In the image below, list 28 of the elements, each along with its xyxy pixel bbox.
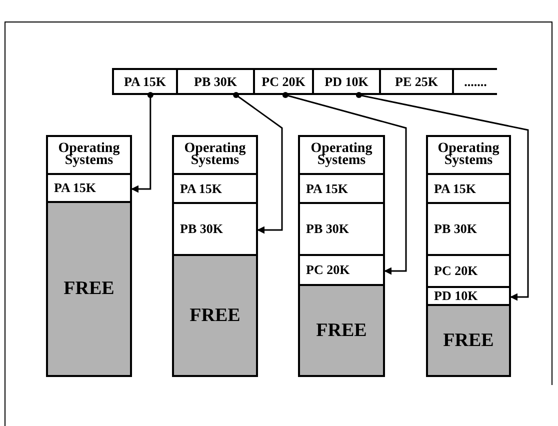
memory-column xyxy=(46,135,132,377)
free-segment: FREE xyxy=(174,256,256,375)
memory-column xyxy=(298,135,385,377)
free-segment: FREE xyxy=(428,306,509,375)
memory-column xyxy=(172,135,258,377)
free-segment: FREE xyxy=(300,286,383,375)
queue-cell: ....... xyxy=(452,68,497,95)
memory-column xyxy=(426,135,511,377)
queue-cell: PB 30K xyxy=(176,68,253,95)
queue-cell: PD 10K xyxy=(312,68,379,95)
arrow xyxy=(233,92,283,234)
free-segment: FREE xyxy=(48,203,130,375)
queue-cell: PC 20K xyxy=(253,68,312,95)
os-segment: Operating Systems xyxy=(174,137,256,175)
process-segment: PA 15K xyxy=(174,175,256,204)
process-segment: PB 30K xyxy=(300,204,383,256)
arrow xyxy=(356,92,529,301)
queue-cell: PE 25K xyxy=(379,68,452,95)
os-segment: Operating Systems xyxy=(300,137,383,175)
arrow xyxy=(282,92,407,275)
process-segment: PA 15K xyxy=(300,175,383,204)
queue-cell: PA 15K xyxy=(112,68,176,95)
process-segment: PA 15K xyxy=(428,175,509,204)
arrow xyxy=(131,92,154,193)
process-segment: PC 20K xyxy=(428,256,509,288)
process-segment: PB 30K xyxy=(428,204,509,256)
os-segment: Operating Systems xyxy=(428,137,509,175)
os-segment: Operating Systems xyxy=(48,137,130,175)
